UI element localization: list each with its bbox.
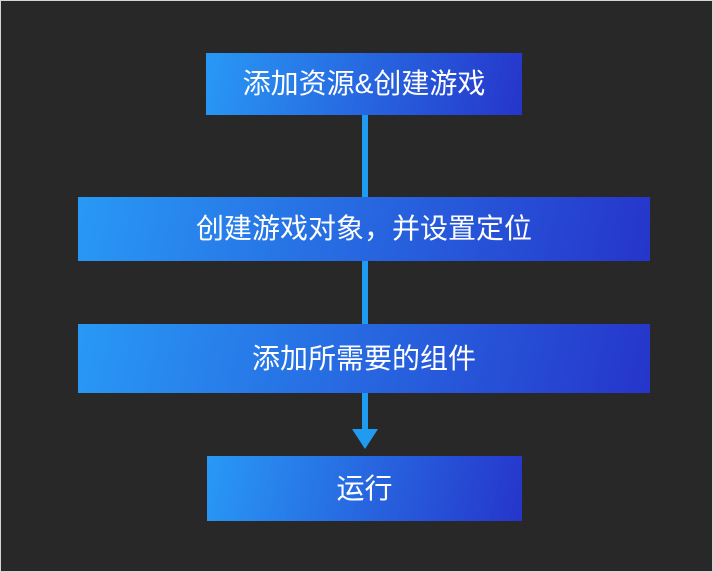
connector-line-step3-step4 <box>362 393 368 431</box>
connector-line-step2-step3 <box>362 261 368 324</box>
flow-node-add-resources-create-game: 添加资源&创建游戏 <box>206 53 522 115</box>
flow-node-add-required-components: 添加所需要的组件 <box>78 324 650 393</box>
flow-node-create-game-object-set-position: 创建游戏对象，并设置定位 <box>78 197 650 261</box>
flow-node-run: 运行 <box>207 456 522 521</box>
arrow-down-icon <box>352 429 378 449</box>
connector-line-step1-step2 <box>362 115 368 197</box>
